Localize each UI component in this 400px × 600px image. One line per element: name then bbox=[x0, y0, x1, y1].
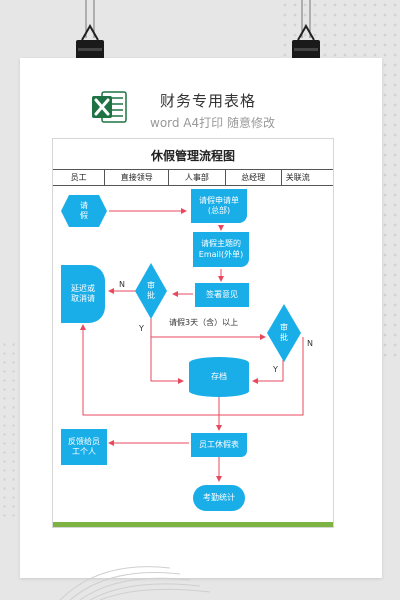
column-header-related: 关联流 bbox=[285, 173, 310, 182]
node-approve-1: 审 批 bbox=[147, 280, 155, 300]
footer-accent-bar bbox=[53, 522, 333, 527]
column-header-row: 员工 直接领导 人事部 总经理 关联流 bbox=[53, 169, 333, 186]
column-header-direct-leader: 直接领导 bbox=[105, 170, 170, 185]
archive-cylinder-shape bbox=[189, 357, 249, 397]
request-hexagon-shape bbox=[61, 195, 107, 227]
node-delay-cancel: 延迟或 取消请 bbox=[61, 265, 105, 323]
node-feedback: 反馈给员 工个人 bbox=[61, 429, 107, 465]
decorative-waves bbox=[59, 566, 211, 600]
excel-icon bbox=[92, 91, 127, 123]
arrow-gm-to-delay bbox=[80, 324, 304, 416]
arrow-gm-to-archive bbox=[252, 357, 284, 384]
document-subtitle: word A4打印 随意修改 bbox=[150, 116, 275, 130]
label-no-1: N bbox=[119, 280, 125, 289]
node-email: 请假主题的 Email(外单) bbox=[193, 232, 249, 267]
node-archive: 存档 bbox=[211, 371, 227, 381]
label-yes-1: Y bbox=[139, 324, 144, 333]
binder-clip-left bbox=[76, 0, 104, 62]
node-apply-form: 请假申请单 (总部) bbox=[191, 189, 247, 223]
node-attendance-stats: 考勤统计 bbox=[193, 485, 245, 511]
flowchart-sheet: 休假管理流程图 员工 直接领导 人事部 总经理 关联流 bbox=[52, 138, 334, 528]
flowchart-title: 休假管理流程图 bbox=[150, 149, 235, 163]
flow-connectors bbox=[80, 208, 304, 482]
approve-diamond-2-shape bbox=[267, 304, 301, 362]
label-no-2: N bbox=[307, 339, 313, 348]
column-header-general-manager: 总经理 bbox=[226, 170, 282, 185]
node-leave-table: 员工休假表 bbox=[191, 433, 247, 457]
column-header-employee: 员工 bbox=[53, 170, 106, 185]
approve-diamond-1-shape bbox=[135, 263, 167, 319]
binder-clip-right bbox=[292, 0, 320, 62]
label-yes-2: Y bbox=[273, 365, 278, 374]
document-title: 财务专用表格 bbox=[160, 92, 257, 110]
node-request: 请 假 bbox=[80, 200, 88, 220]
label-three-days: 请假3天（含）以上 bbox=[169, 318, 239, 327]
node-approve-2: 审 批 bbox=[280, 322, 288, 342]
column-header-hr: 人事部 bbox=[169, 170, 226, 185]
arrow-approve-to-archive bbox=[150, 337, 184, 384]
node-sign-opinion: 签署意见 bbox=[195, 283, 249, 307]
